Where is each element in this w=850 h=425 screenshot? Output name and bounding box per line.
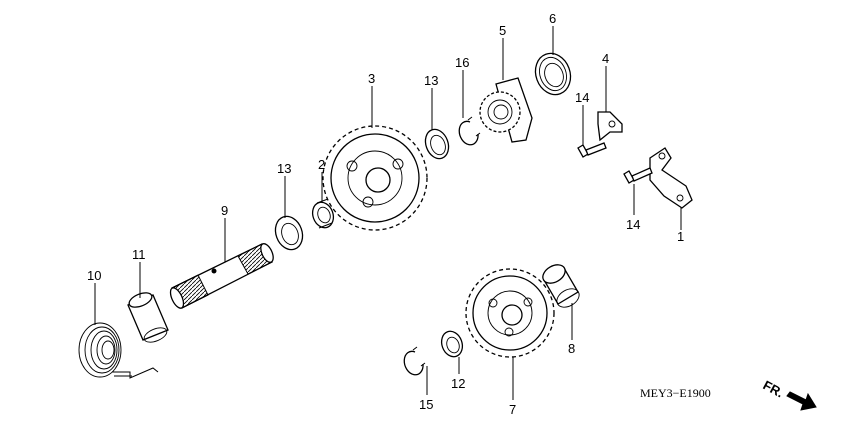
part-16-circlip (458, 116, 481, 146)
leader-lines (94, 26, 682, 400)
callout-10: 10 (87, 268, 101, 283)
callout-13-lower: 13 (277, 161, 291, 176)
callout-6: 6 (549, 11, 556, 26)
callout-3: 3 (368, 71, 375, 86)
callout-12: 12 (451, 376, 465, 391)
callout-2: 2 (318, 157, 325, 172)
callout-14-upper: 14 (575, 90, 589, 105)
callout-16: 16 (455, 55, 469, 70)
part-12-washer (440, 330, 464, 358)
part-10-kick-spring (78, 322, 159, 379)
part-4-plate (597, 111, 623, 142)
callout-9: 9 (221, 203, 228, 218)
front-label: FR. (761, 377, 787, 400)
front-arrow-icon (786, 391, 817, 411)
callout-8: 8 (568, 341, 575, 356)
callout-7: 7 (509, 402, 516, 417)
callout-4: 4 (602, 51, 609, 66)
callout-5: 5 (499, 23, 506, 38)
part-5-ratchet (479, 77, 533, 143)
part-14-bolt-lower (623, 167, 653, 184)
part-3-drive-gear (322, 125, 428, 231)
diagram-code: MEY3−E1900 (640, 386, 711, 400)
callouts: 1 2 3 4 5 6 7 8 9 10 11 12 13 13 14 14 1… (87, 11, 684, 417)
part-14-bolt-upper (577, 142, 607, 158)
front-direction-indicator: FR. (761, 377, 817, 411)
part-1-stopper-plate (649, 147, 693, 209)
callout-14-lower: 14 (626, 217, 640, 232)
callout-1: 1 (677, 229, 684, 244)
part-6-ratchet-spring (534, 52, 572, 96)
part-13-thrust-washer-upper (424, 128, 450, 160)
callout-15: 15 (419, 397, 433, 412)
part-8-bushing (542, 264, 580, 308)
part-15-circlip (403, 346, 426, 376)
part-11-collar (127, 292, 169, 343)
callout-13-upper: 13 (424, 73, 438, 88)
part-13-thrust-washer (274, 215, 304, 251)
callout-11: 11 (132, 247, 146, 262)
part-9-kick-spindle (169, 243, 274, 309)
part-7-idle-gear (465, 268, 555, 358)
